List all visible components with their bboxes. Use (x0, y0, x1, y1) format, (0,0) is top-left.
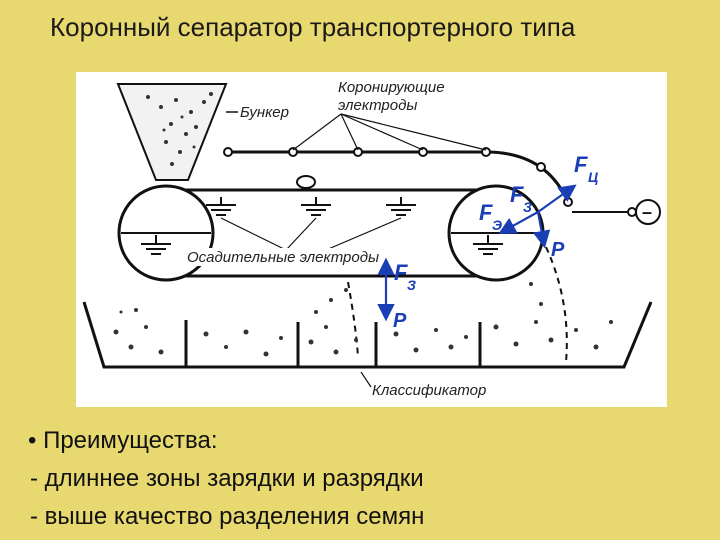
p-right-label: P (551, 239, 565, 261)
advantages-list: • Преимущества: - длиннее зоны зарядки и… (28, 422, 424, 536)
advantages-heading: • Преимущества: (28, 427, 218, 454)
trajectories (347, 246, 568, 363)
fz-mid-label: F (394, 260, 408, 285)
advantage-item: - выше качество разделения семян (30, 503, 425, 530)
fz-mid-sub: З (407, 277, 416, 293)
minus-label: – (642, 202, 652, 222)
hopper (116, 83, 228, 181)
classifier-label: Классификатор (372, 382, 486, 399)
classifier-label-bg (364, 380, 524, 400)
advantage-item: - длиннее зоны зарядки и разрядки (30, 465, 424, 492)
fe-sub: Э (492, 217, 502, 233)
settling-label-bg (184, 248, 439, 266)
slide-title: Коронный сепаратор транспортерного типа (50, 12, 576, 42)
tension-roller (296, 175, 316, 189)
fc-sub: Ц (588, 169, 598, 185)
fe-label: F (479, 200, 493, 225)
corona-label-line1: Коронирующие (338, 79, 445, 96)
corona-label-line2: электроды (338, 97, 417, 114)
hopper-label: Бункер (240, 104, 289, 121)
ground-symbols (141, 197, 503, 255)
p-mid-label: P (393, 310, 407, 332)
terminal-node (627, 207, 637, 217)
fz-right-label: F (510, 182, 524, 207)
classifier-leader (360, 371, 372, 388)
classifier (82, 301, 653, 369)
advantages-heading-text: Преимущества: (43, 427, 218, 454)
force-vectors (377, 184, 577, 322)
diagram-svg: Бункер Коронирующие электроды – (82, 79, 661, 400)
minus-terminal (635, 199, 661, 225)
settling-label: Осадительные электроды (187, 249, 379, 266)
fz-right-sub: З (523, 199, 532, 215)
separator-diagram: Бункер Коронирующие электроды – (76, 72, 667, 407)
seed-particles (113, 282, 613, 357)
fc-label: F (574, 152, 588, 177)
settling-leaders (220, 217, 402, 251)
corona-electrodes (223, 113, 573, 207)
